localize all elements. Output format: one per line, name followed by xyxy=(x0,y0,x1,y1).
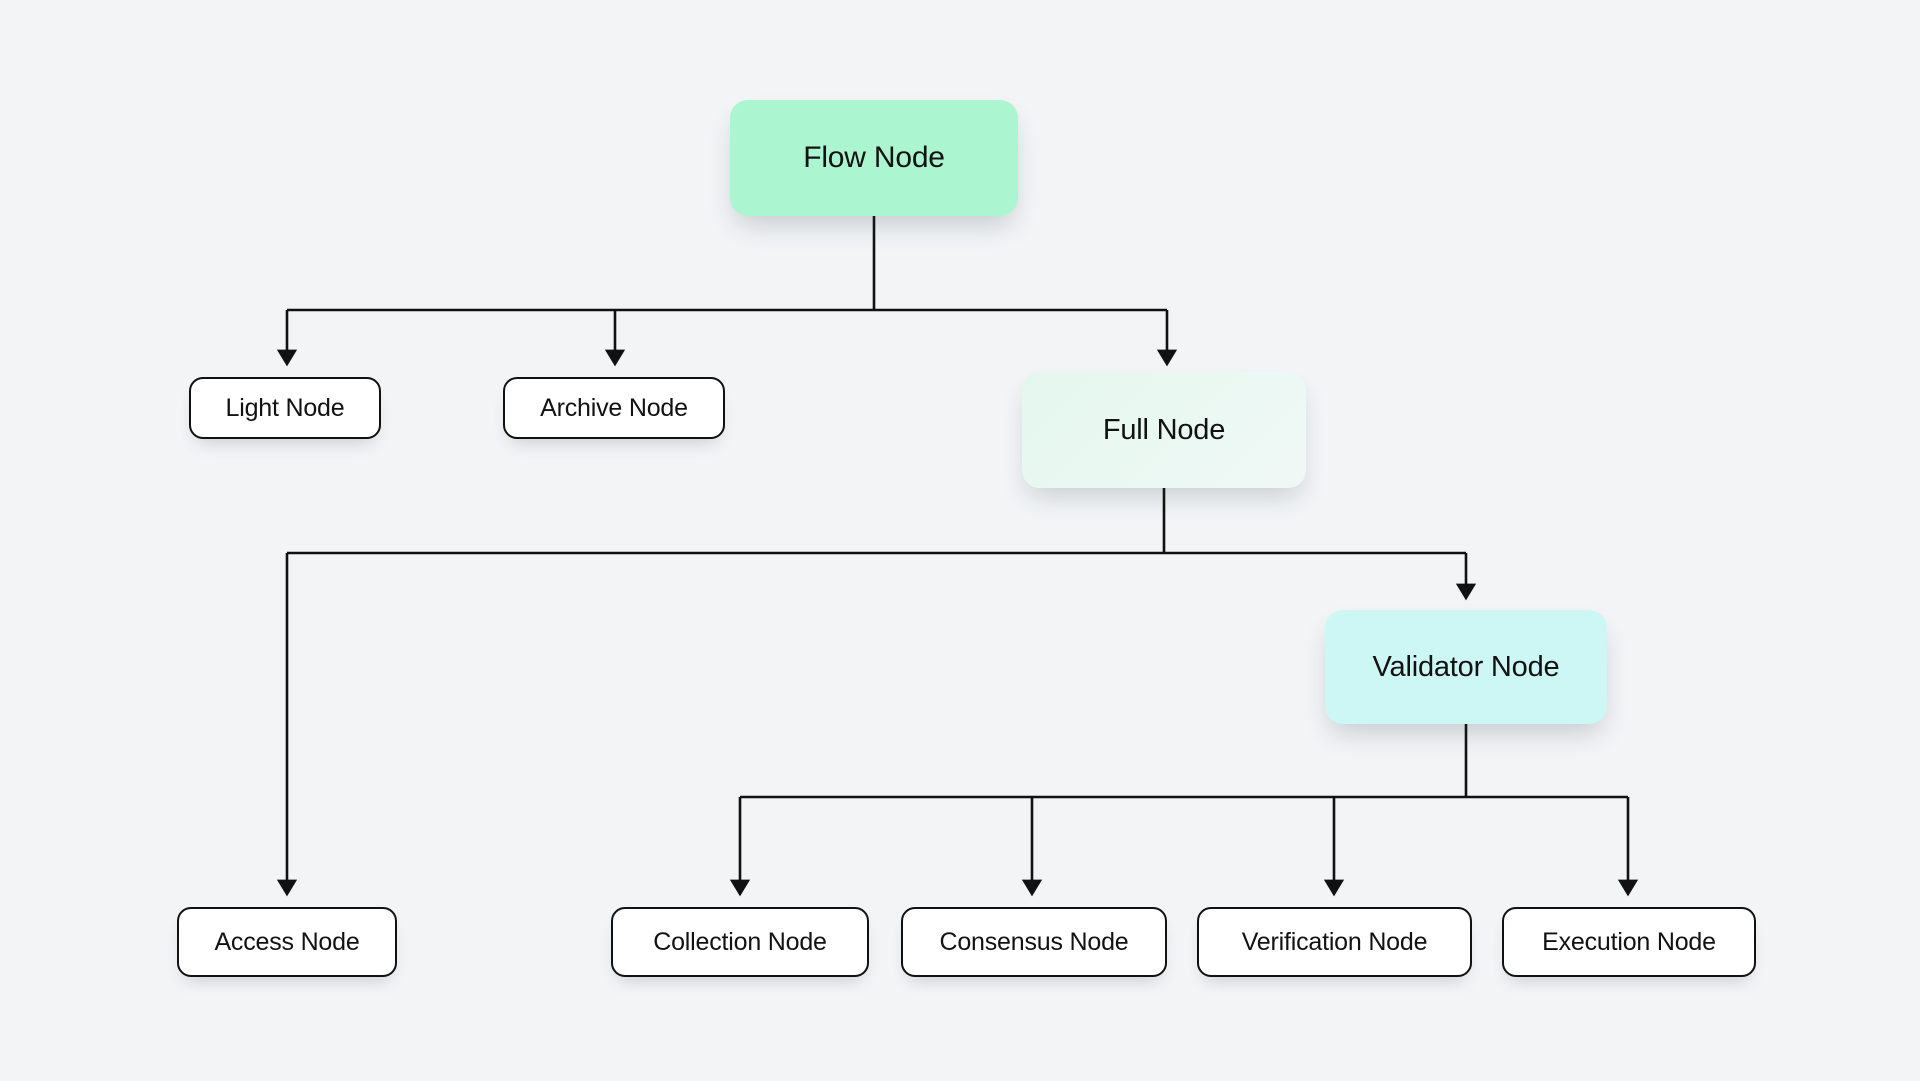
node-label: Execution Node xyxy=(1542,927,1716,956)
node-label: Full Node xyxy=(1102,413,1226,446)
node-label: Consensus Node xyxy=(939,927,1129,956)
node-validator-node[interactable]: Validator Node xyxy=(1325,610,1607,724)
node-consensus-node[interactable]: Consensus Node xyxy=(901,907,1167,977)
node-verification-node[interactable]: Verification Node xyxy=(1197,907,1472,977)
node-label: Validator Node xyxy=(1372,650,1560,683)
node-light-node[interactable]: Light Node xyxy=(189,377,381,439)
node-collection-node[interactable]: Collection Node xyxy=(611,907,869,977)
node-label: Collection Node xyxy=(653,927,827,956)
node-label: Archive Node xyxy=(540,393,688,422)
node-execution-node[interactable]: Execution Node xyxy=(1502,907,1756,977)
node-label: Flow Node xyxy=(803,141,945,174)
node-full-node[interactable]: Full Node xyxy=(1022,372,1306,488)
node-archive-node[interactable]: Archive Node xyxy=(503,377,725,439)
node-label: Light Node xyxy=(225,393,345,422)
node-access-node[interactable]: Access Node xyxy=(177,907,397,977)
node-label: Verification Node xyxy=(1241,927,1428,956)
node-label: Access Node xyxy=(214,927,360,956)
node-flow-node[interactable]: Flow Node xyxy=(730,100,1018,216)
